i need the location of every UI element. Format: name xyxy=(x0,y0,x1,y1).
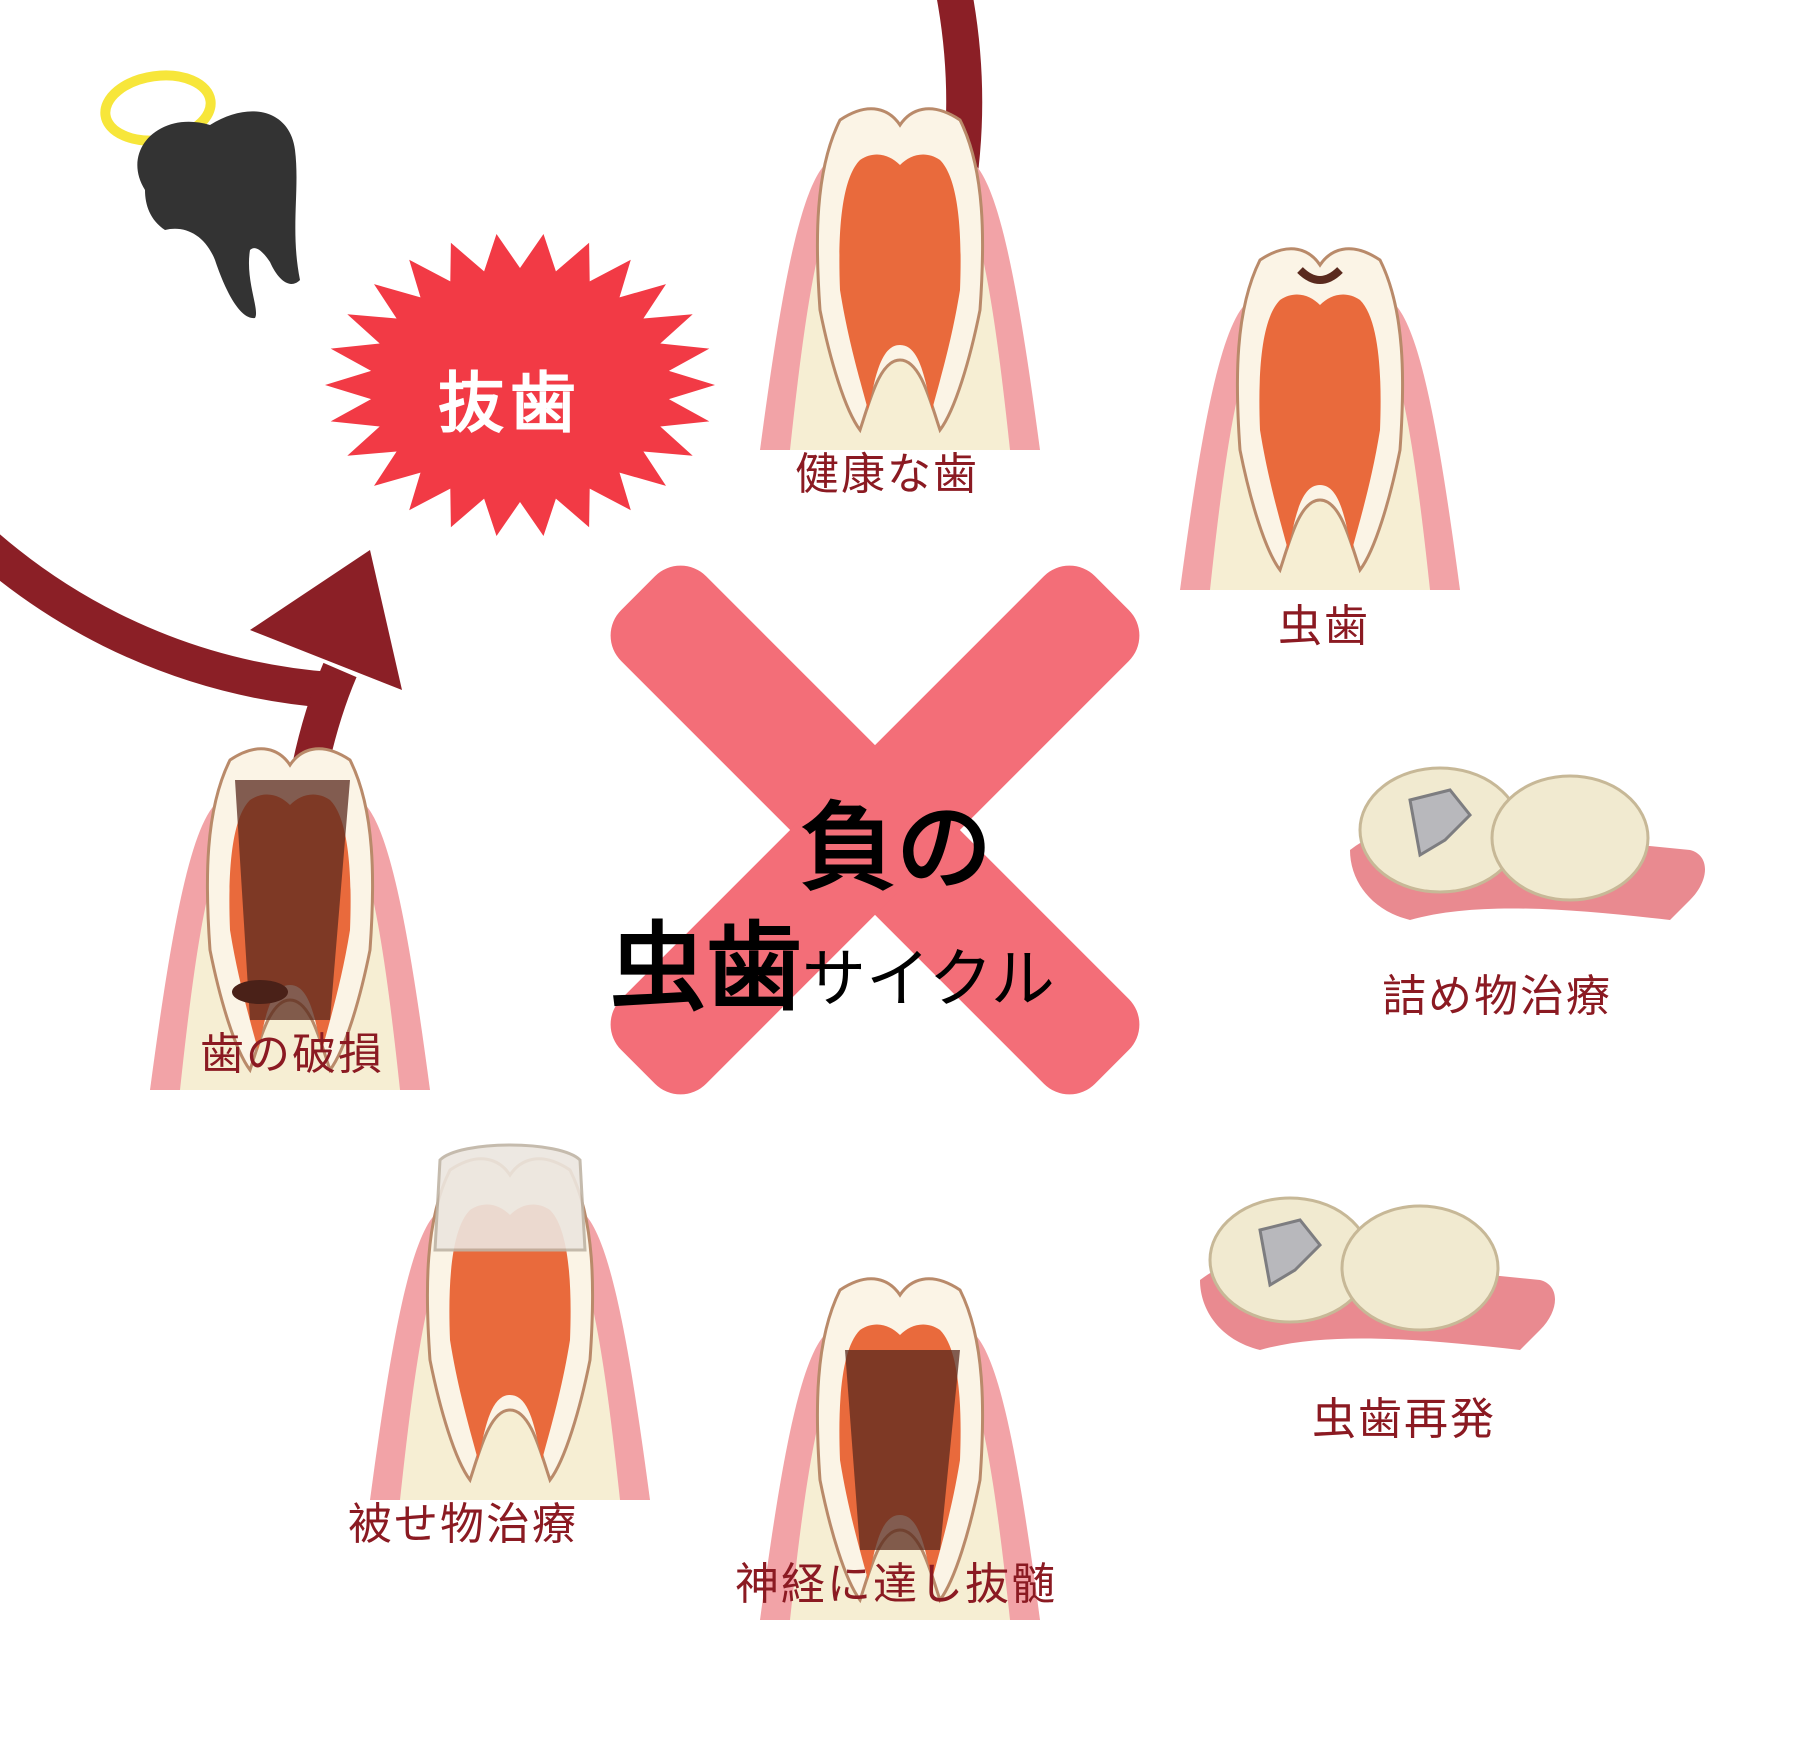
stage-broken-tooth-icon xyxy=(148,747,432,1092)
extraction-burst xyxy=(325,234,715,536)
stage-label-crown: 被せ物治療 xyxy=(348,1499,578,1550)
stage-label-healthy: 健康な歯 xyxy=(795,449,979,500)
center-title-line2: 虫歯サイクル xyxy=(610,890,1055,1029)
stage-filled-molars-icon xyxy=(1348,766,1707,922)
stage-label-nerve-removal: 神経に達し抜髄 xyxy=(735,1559,1057,1610)
stage-label-decay: 虫歯 xyxy=(1278,601,1370,652)
stage-decayed-tooth-icon xyxy=(1178,247,1462,592)
stage-healthy-tooth-icon xyxy=(758,107,1042,452)
stage-label-broken: 歯の破損 xyxy=(200,1029,384,1080)
stage-label-filling: 詰め物治療 xyxy=(1382,971,1612,1022)
center-title-mushiba: 虫歯 xyxy=(610,912,802,1024)
stage-recurring-decay-molars-icon xyxy=(1198,1196,1557,1352)
cross-mark xyxy=(610,565,1140,1095)
extraction-label: 抜歯 xyxy=(438,365,582,442)
dead-tooth-icon xyxy=(100,70,300,319)
stage-label-recurrence: 虫歯再発 xyxy=(1312,1394,1496,1445)
center-title-cycle: サイクル xyxy=(802,943,1055,1017)
stage-nerve-removal-tooth-icon xyxy=(758,1277,1042,1622)
stage-crowned-tooth-icon xyxy=(368,1143,652,1502)
center-title-line1: 負の xyxy=(800,792,992,904)
cycle-arrow-head xyxy=(250,550,402,690)
